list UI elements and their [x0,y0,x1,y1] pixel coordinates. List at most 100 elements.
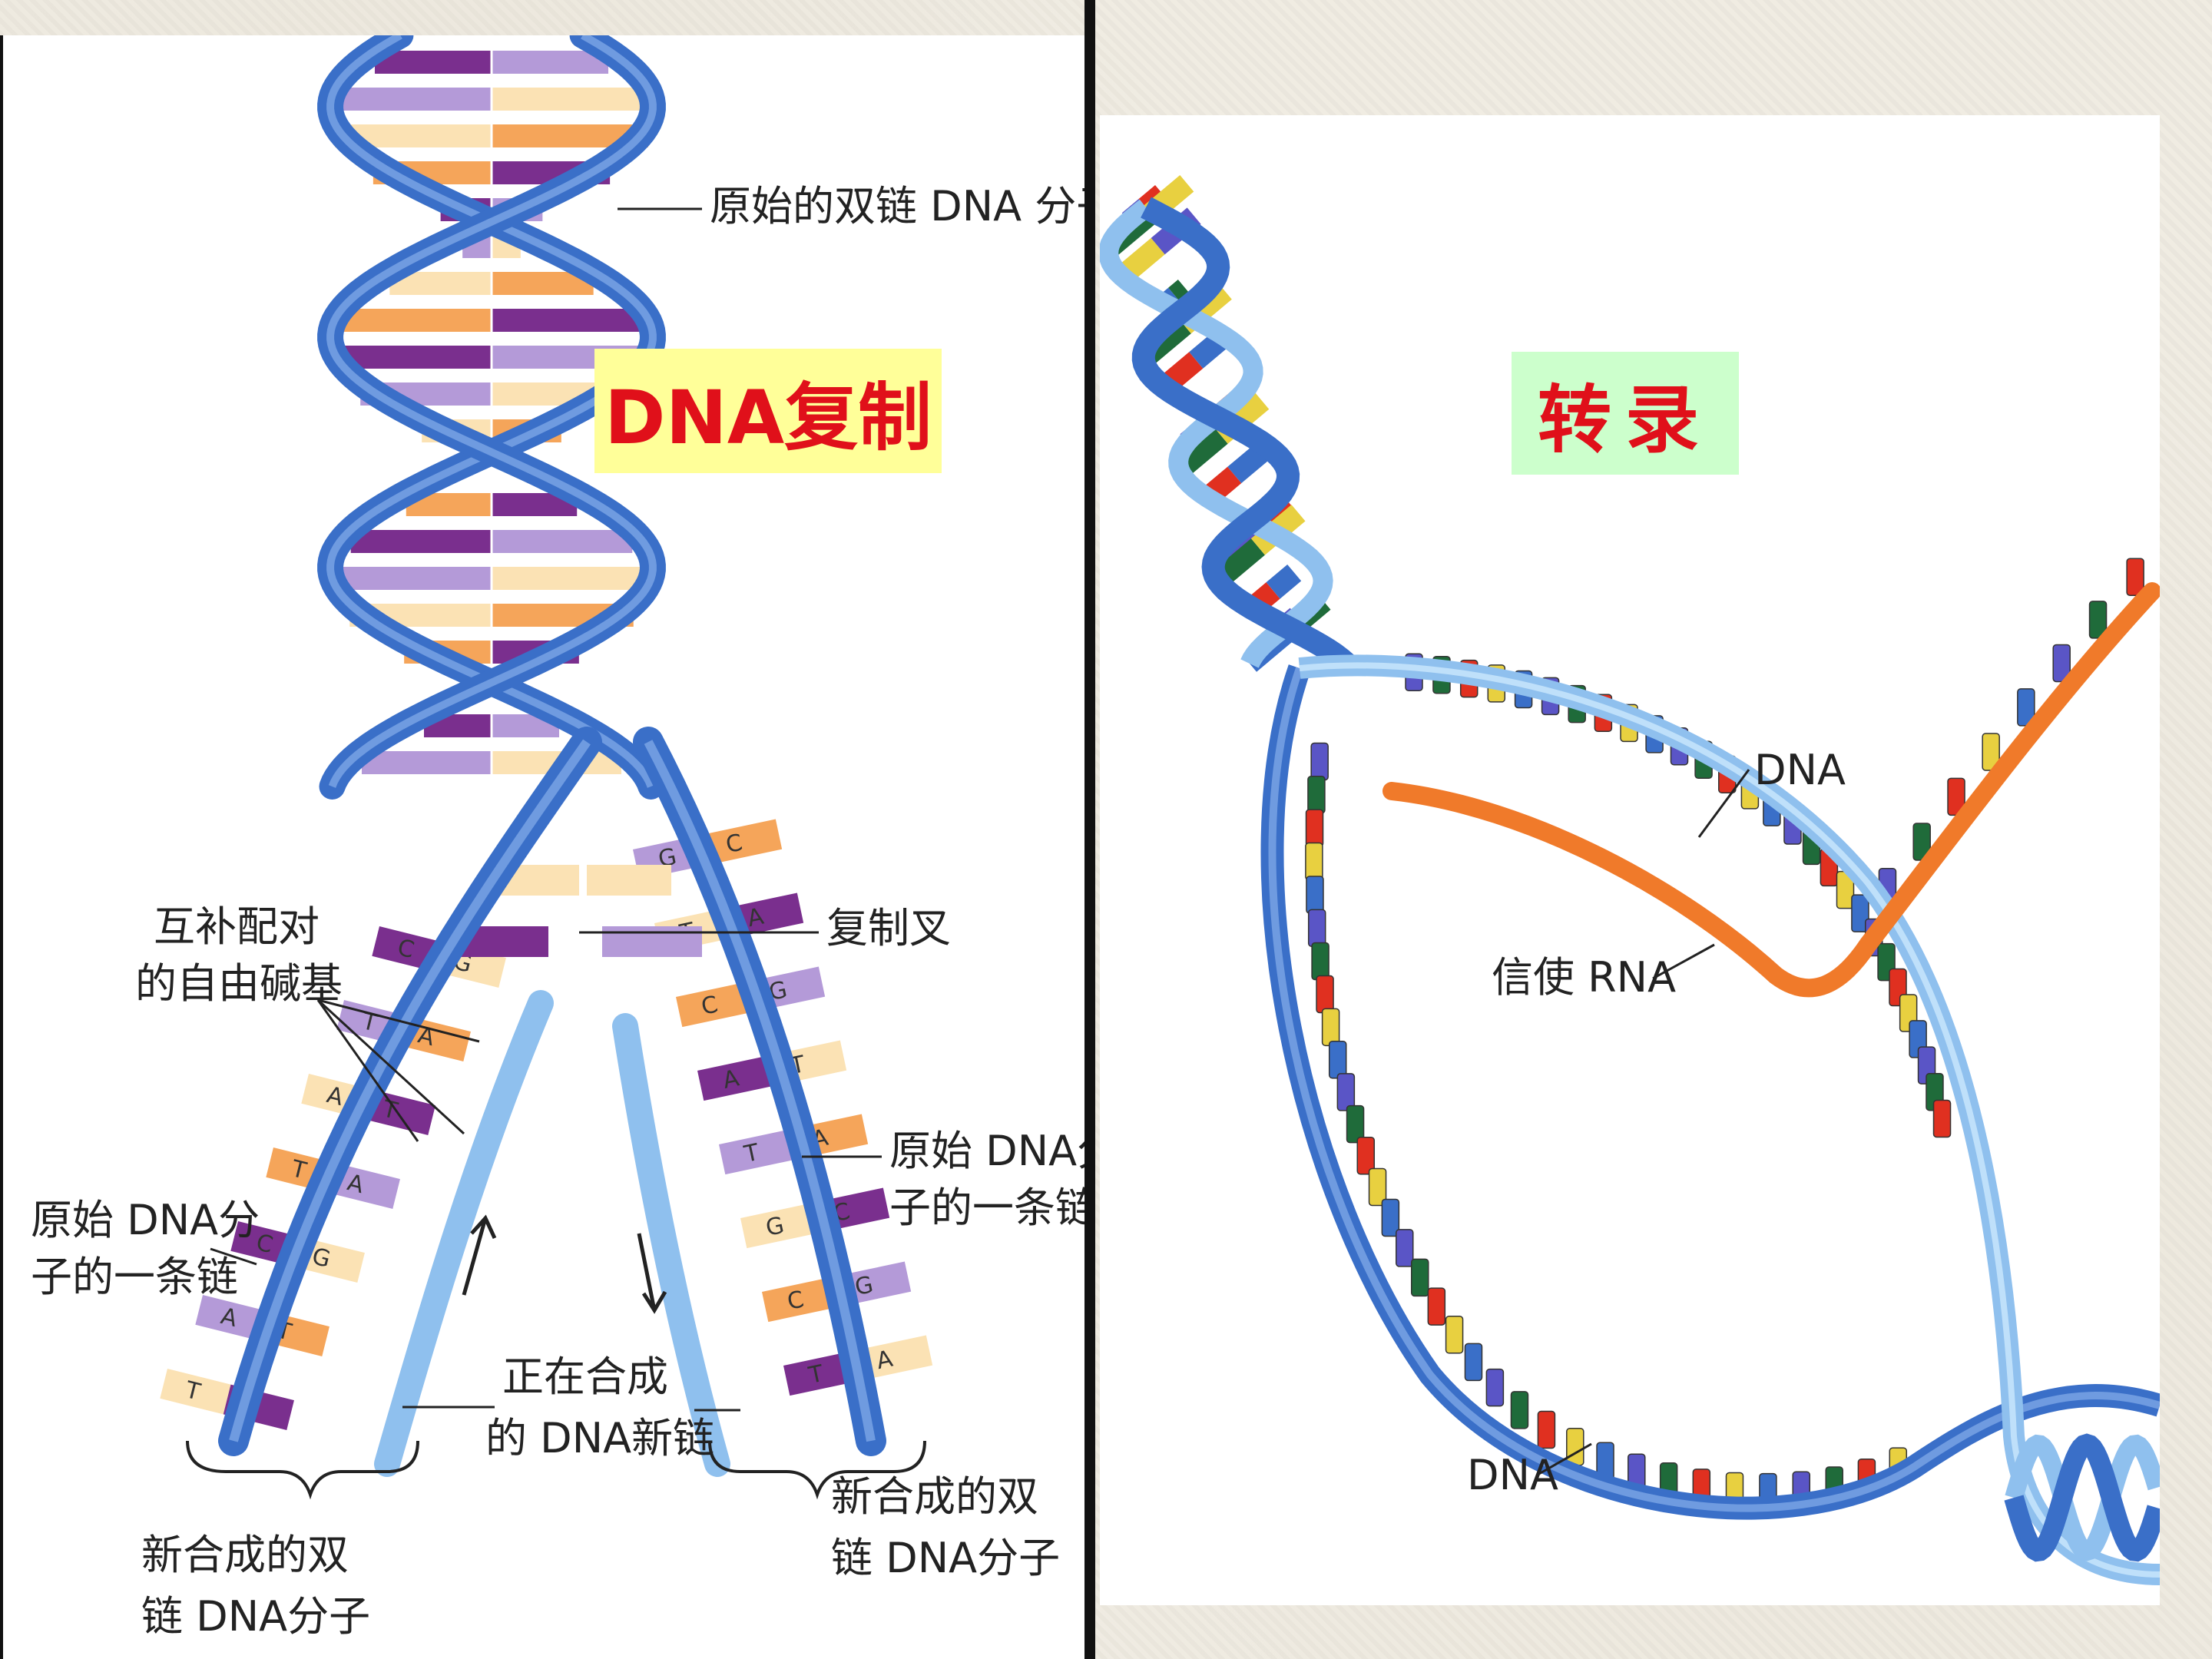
dna-coding-nucleotide [1346,1104,1365,1144]
dna-template-nucleotide [1851,894,1869,932]
dna-template-nucleotide [1932,1099,1952,1138]
template-strand-highlight [1299,662,2160,1578]
label-free-bases-1: 互补配对 [154,902,320,951]
label-daughter-left-2: 链 DNA分子 [141,1592,371,1641]
label-original-duplex: 原始的双链 DNA 分子 [710,182,1084,230]
dna-coding-nucleotide [1381,1198,1400,1237]
label-parent-strand-left-1: 原始 DNA分 [31,1196,260,1244]
base-pair-left-half [335,88,492,111]
daughter-braces [186,1440,926,1500]
dna-coding-nucleotide [1566,1427,1584,1466]
label-free-bases-2: 的自由碱基 [135,959,343,1008]
dna-coding-nucleotide [1464,1343,1483,1382]
leader-dna-top [1697,769,1750,838]
top-helix-back [1100,199,1333,668]
label-daughter-right-2: 链 DNA分子 [831,1534,1061,1582]
brace-right [708,1440,926,1500]
dna-coding-nucleotide [1485,1368,1505,1407]
messenger-rna-strand [1382,582,2160,998]
helix-nucleotide [1266,564,1302,599]
fork-right-base-a [740,1203,819,1249]
base-pair-left-half [330,567,492,590]
helix-backbones [317,35,666,800]
coding-strand-highlight [1268,667,2160,1512]
rna-nucleotide [2126,558,2144,597]
base-pair-right-half [492,309,641,332]
base-pair-left-half [374,51,492,74]
dna-coding-nucleotide [1321,1008,1340,1047]
label-new-strand-2: 的 DNA新链 [485,1414,715,1462]
dna-coding-nucleotide [1395,1229,1414,1267]
direction-arrow-down [637,1233,667,1314]
dna-coding-nucleotide [1336,1073,1356,1111]
free-base-a [602,926,702,957]
label-daughter-left-1: 新合成的双 [141,1531,349,1579]
label-parent-strand-left-2: 子的一条链 [31,1253,238,1301]
fork-right-base-b [854,1335,933,1381]
dna-coding-nucleotide [1310,742,1329,781]
dna-coding-nucleotide [1328,1041,1347,1079]
dna-coding-nucleotide [1537,1410,1556,1449]
parent-strand-left-highlight [229,739,591,1442]
label-messenger-rna: 信使 RNA [1492,953,1677,1002]
leader-line [316,999,419,1142]
label-leader-lines [210,207,882,1412]
helix-strand-back-highlight [326,35,657,788]
label-new-strand-1: 正在合成 [502,1353,668,1401]
base-pair-left-half [362,751,492,774]
dna-coding-nucleotide [1427,1287,1446,1326]
base-pair-right-half [492,530,633,553]
dna-coding-nucleotide [1316,975,1334,1014]
dna-coding-nucleotide [1368,1167,1387,1207]
fork-right-base-a [719,1129,797,1175]
label-dna-bottom: DNA [1467,1451,1558,1499]
label-dna-top: DNA [1754,746,1846,794]
leader-mrna [1652,943,1715,980]
rna-nucleotide [2088,601,2108,639]
dna-coding-nucleotide [1410,1258,1429,1297]
replication-diagram: CGTAATTACGATTAGCTACGATTAGCCGTA [160,35,933,1500]
label-parent-strand-right-1: 原始 DNA分 [889,1127,1084,1175]
fork-backbones [218,727,886,1477]
dna-coding-nucleotide [1307,909,1326,948]
fork-right-base-a [675,982,754,1028]
brace-left [186,1440,419,1500]
label-replication-fork: 复制叉 [826,904,951,952]
transcription-panel: DNA 信使 RNA DNA [1100,115,2160,1605]
top-helix-front [1131,197,1354,673]
fork-right-base-a [761,1277,840,1323]
base-pair-left-half [350,530,492,553]
leader-line [316,998,465,1135]
dna-coding-nucleotide [1445,1316,1464,1354]
new-strand-right [612,1013,730,1477]
transcription-title: 转录 [1512,352,1739,475]
transcription-leader-lines [1537,769,1750,1476]
label-parent-strand-right-2: 子的一条链 [889,1184,1084,1232]
dna-coding-nucleotide [1356,1137,1376,1175]
dna-coding-nucleotide [1306,876,1324,914]
replication-panel: CGTAATTACGATTAGCTACGATTAGCCGTA DNA复制 原始的… [0,35,1084,1659]
base-pair-right-half [492,88,648,111]
free-base-g [587,865,671,896]
replication-title: DNA复制 [594,349,942,473]
fork-left-base-b [364,1089,435,1135]
base-pair-left-half [342,309,492,332]
dna-coding-nucleotide [1305,809,1324,847]
new-strand-left [374,990,554,1477]
panel-divider [1084,0,1095,1659]
direction-arrow-up [462,1214,497,1296]
fork-left-base-b [329,1163,400,1209]
leader-dna-bottom [1537,1442,1592,1476]
dna-coding-nucleotide [1510,1391,1529,1429]
transcription-backbones [1100,197,2160,1585]
leader-line [317,998,480,1043]
label-daughter-right-1: 新合成的双 [831,1472,1038,1521]
fork-left-base-a [195,1295,267,1341]
fork-right-base-a [697,1055,776,1101]
parent-strand-right-highlight [644,740,876,1442]
fork-left-base-a [160,1369,231,1415]
fork-right-base-b [704,819,783,865]
base-pair-right-half [492,51,609,74]
bottom-helix-back [2005,1434,2160,1561]
dna-coding-nucleotide [1305,842,1323,881]
